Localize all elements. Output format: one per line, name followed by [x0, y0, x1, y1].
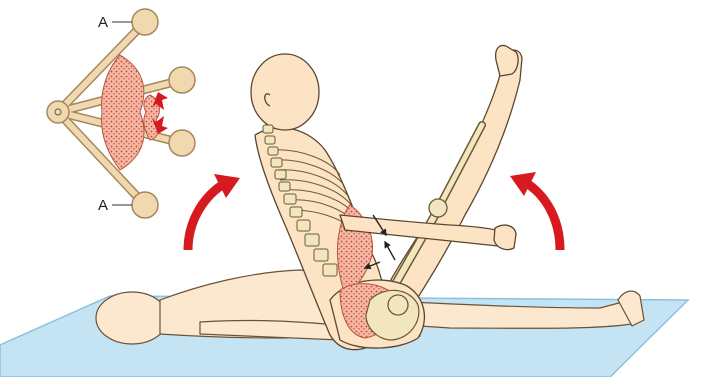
hip-joint [388, 295, 408, 315]
model-joint-top [132, 9, 158, 35]
model-joint-lower-right [169, 130, 195, 156]
muscle-force-arrow-2 [385, 242, 395, 260]
model-pivot [47, 101, 69, 123]
curved-arrow-up-left-icon [510, 172, 560, 250]
model-joint-upper-right [169, 67, 195, 93]
lying-head [96, 292, 168, 344]
mechanical-model-inset: A A [47, 9, 195, 218]
raised-head [251, 54, 319, 130]
curved-arrow-up-right-icon [188, 174, 240, 250]
model-joint-bottom [132, 192, 158, 218]
hand [494, 225, 516, 249]
knee-joint [429, 199, 447, 217]
label-a-bottom: A [98, 197, 108, 214]
model-muscle [102, 55, 144, 170]
label-a-top: A [98, 14, 108, 31]
